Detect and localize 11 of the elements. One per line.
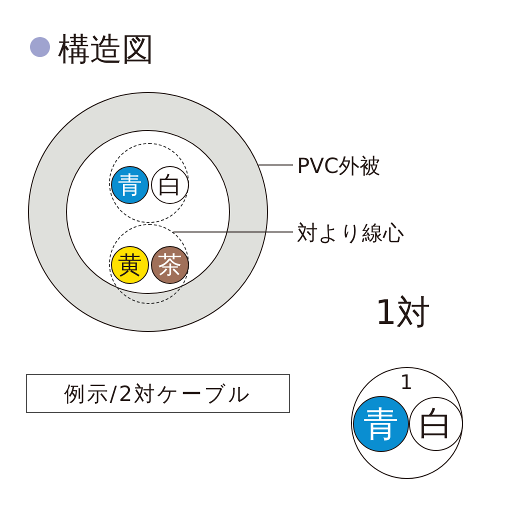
callout-label: PVC外被 <box>297 152 381 180</box>
callout-label: 対より線心 <box>297 219 404 247</box>
twisted-pair-outline <box>109 224 189 304</box>
twisted-pair-outline <box>109 143 189 223</box>
conductor: 青 <box>353 396 409 452</box>
conductor: 白 <box>409 397 463 451</box>
pair-number: 1 <box>400 370 413 394</box>
pair-count-label: 1対 <box>375 292 431 335</box>
leader-line <box>258 164 294 166</box>
title: 構造図 <box>58 29 154 70</box>
example-caption: 例示/2対ケーブル <box>26 374 290 413</box>
